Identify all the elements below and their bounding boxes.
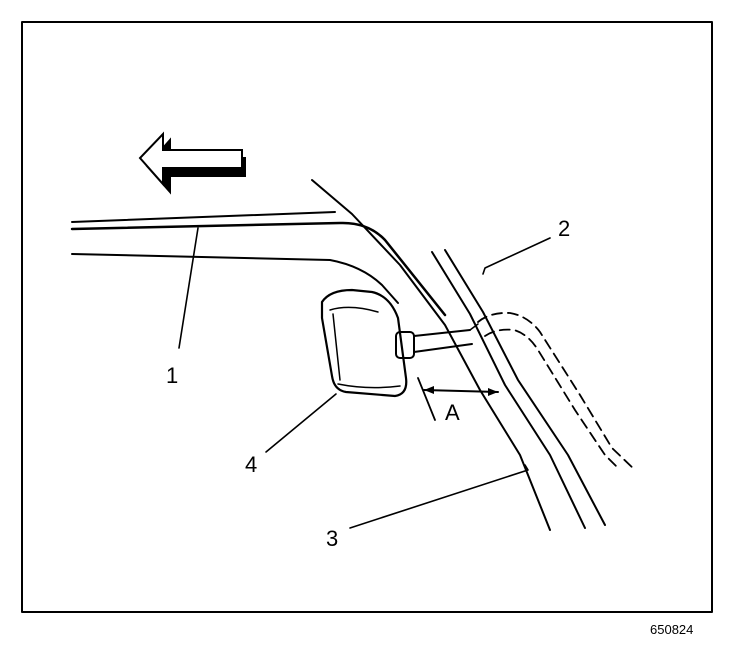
- dimension-a: [417, 377, 499, 421]
- leader-lines: [178, 227, 551, 529]
- body-panel: [70, 211, 447, 317]
- figure-id: 650824: [650, 622, 693, 637]
- figure-frame: [21, 21, 713, 613]
- nozzle-component: [320, 288, 479, 398]
- callout-1: 1: [166, 363, 178, 388]
- callout-3: 3: [326, 526, 338, 551]
- callout-4: 4: [245, 452, 257, 477]
- washer-hose-path: [477, 312, 636, 471]
- callout-2: 2: [558, 216, 570, 241]
- windshield-lines: [311, 179, 606, 531]
- dimension-label: A: [445, 400, 460, 425]
- left-arrow-icon: [138, 131, 246, 195]
